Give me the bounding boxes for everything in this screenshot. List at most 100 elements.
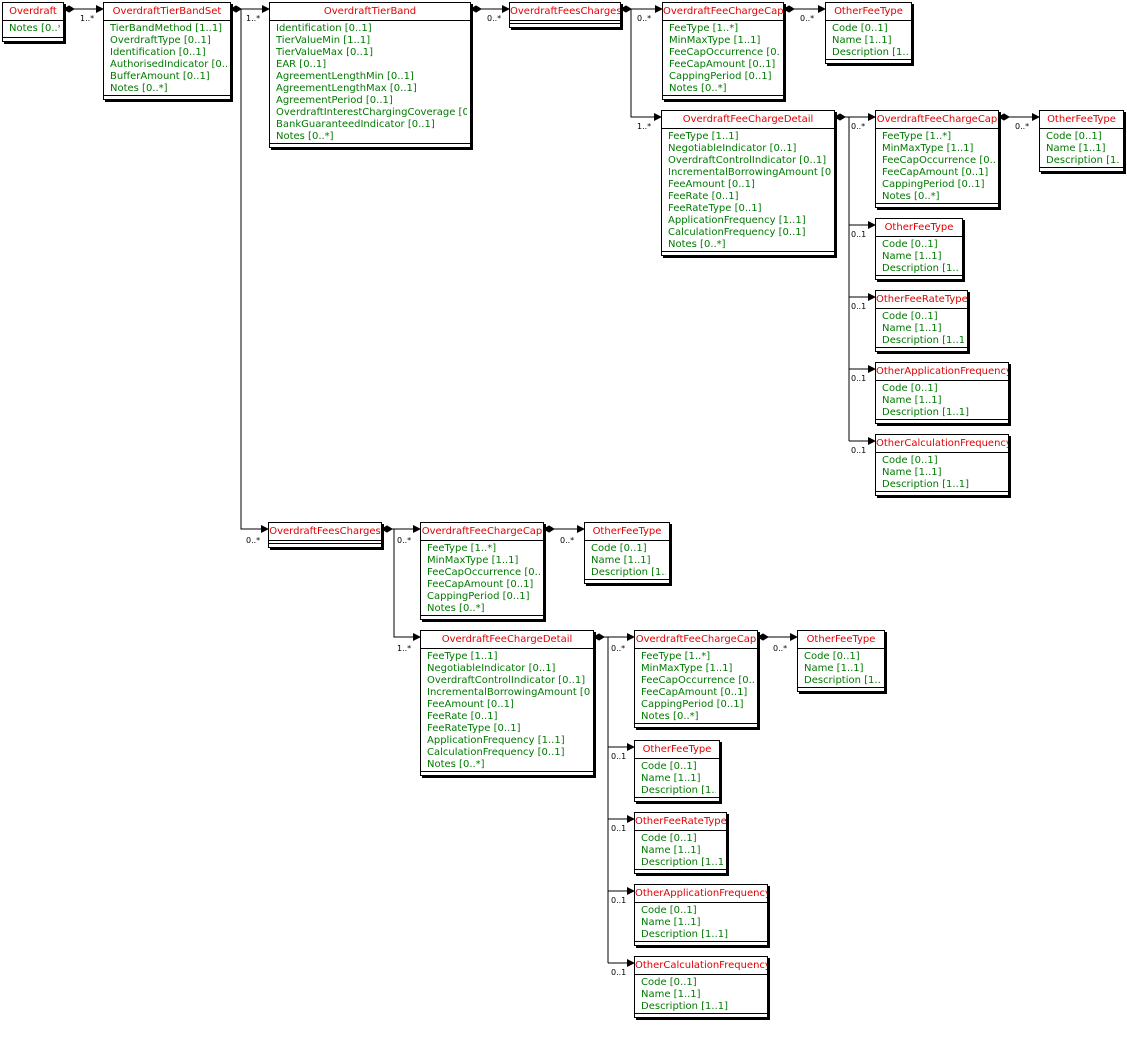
multiplicity-label: 1..* <box>246 14 261 23</box>
attribute: Code [0..1] <box>641 761 697 772</box>
attribute: Notes [0..*] <box>427 603 485 614</box>
operations-divider <box>270 143 470 144</box>
multiplicity-label: 0..1 <box>851 302 867 311</box>
attribute: Description [1..1] <box>641 1001 729 1012</box>
attribute: OverdraftControlIndicator [0..1] <box>427 675 586 686</box>
attribute: Identification [0..1] <box>276 23 372 34</box>
attribute: FeeCapAmount [0..1] <box>427 579 534 590</box>
class-title: OverdraftTierBand <box>270 3 470 21</box>
class-title: OverdraftFeeChargeCap <box>876 111 998 129</box>
attribute: Name [1..1] <box>1046 143 1106 154</box>
multiplicity-label: 0..* <box>397 536 412 545</box>
attribute: Code [0..1] <box>882 239 938 250</box>
attribute: Notes [0..*] <box>668 239 726 250</box>
composition-diamond <box>63 5 75 13</box>
operations-divider <box>876 491 1008 492</box>
operations-divider <box>104 95 230 96</box>
attribute: CalculationFrequency [0..1] <box>427 747 565 758</box>
class-title: OverdraftFeesCharges <box>510 3 620 21</box>
attribute: Name [1..1] <box>641 989 701 1000</box>
composition-diamond <box>620 5 632 13</box>
attribute-list: Code [0..1]Name [1..1]Description [1..1] <box>798 649 884 687</box>
attribute: Description [1..1] <box>804 675 881 686</box>
attribute: Description [1..1] <box>882 263 959 274</box>
class-box-overdraft-fees-charges[interactable]: OverdraftFeesCharges <box>268 522 382 548</box>
attribute: FeeType [1..*] <box>427 543 497 554</box>
attribute: OverdraftControlIndicator [0..1] <box>668 155 827 166</box>
class-title: OtherFeeType <box>585 523 669 541</box>
multiplicity-label: 0..* <box>487 14 502 23</box>
attribute-list: Code [0..1]Name [1..1]Description [1..1] <box>826 21 911 59</box>
attribute-list: Code [0..1]Name [1..1]Description [1..1] <box>1040 129 1123 167</box>
attribute: OverdraftInterestChargingCoverage [0..1] <box>276 107 467 118</box>
class-title: OverdraftFeeChargeDetail <box>421 631 593 649</box>
multiplicity-label: 1..* <box>397 644 412 653</box>
attribute: NegotiableIndicator [0..1] <box>427 663 556 674</box>
class-title: OverdraftFeesCharges <box>269 523 381 541</box>
attribute: FeeAmount [0..1] <box>668 179 755 190</box>
attribute: FeeCapAmount [0..1] <box>641 687 748 698</box>
attribute: OverdraftType [0..1] <box>110 35 211 46</box>
attribute: FeeCapOccurrence [0..1] <box>669 47 780 58</box>
composition-diamond <box>470 5 482 13</box>
multiplicity-label: 0..1 <box>611 896 627 905</box>
multiplicity-label: 0..1 <box>611 824 627 833</box>
attribute: FeeCapAmount [0..1] <box>882 167 989 178</box>
operations-divider <box>635 797 719 798</box>
attribute: Code [0..1] <box>591 543 647 554</box>
attribute-list: Code [0..1]Name [1..1]Description [1..1] <box>876 309 967 347</box>
multiplicity-label: 0..* <box>246 536 261 545</box>
attribute: Code [0..1] <box>1046 131 1102 142</box>
class-title: OtherFeeRateType <box>876 291 967 309</box>
attribute: CappingPeriod [0..1] <box>669 71 772 82</box>
composition-diamond <box>998 113 1010 121</box>
multiplicity-label: 1..* <box>637 122 652 131</box>
attribute: Code [0..1] <box>882 383 938 394</box>
operations-divider <box>876 347 967 348</box>
association-line <box>240 9 269 533</box>
operations-divider <box>798 687 884 688</box>
operations-divider <box>3 37 63 38</box>
class-title: OtherFeeType <box>1040 111 1123 129</box>
class-title: Overdraft <box>3 3 63 21</box>
multiplicity-label: 0..* <box>637 14 652 23</box>
attribute: Notes [0..*] <box>276 131 334 142</box>
attribute: BufferAmount [0..1] <box>110 71 210 82</box>
attribute-list: FeeType [1..*]MinMaxType [1..1]FeeCapOcc… <box>421 541 543 615</box>
attribute: Notes [0..*] <box>641 711 699 722</box>
attribute: Name [1..1] <box>641 917 701 928</box>
attribute: Notes [0..*] <box>427 759 485 770</box>
attribute: AuthorisedIndicator [0..1] <box>110 59 227 70</box>
class-title: OtherCalculationFrequency <box>635 957 767 975</box>
class-title: OtherApplicationFrequency <box>876 363 1008 381</box>
multiplicity-label: 0..1 <box>851 230 867 239</box>
attribute: ApplicationFrequency [1..1] <box>427 735 565 746</box>
composition-diamond <box>230 5 242 13</box>
class-box-overdraft-fees-charges[interactable]: OverdraftFeesCharges <box>509 2 621 28</box>
class-title: OtherFeeType <box>826 3 911 21</box>
attribute-list: Code [0..1]Name [1..1]Description [1..1] <box>635 975 767 1013</box>
attribute: Name [1..1] <box>804 663 864 674</box>
